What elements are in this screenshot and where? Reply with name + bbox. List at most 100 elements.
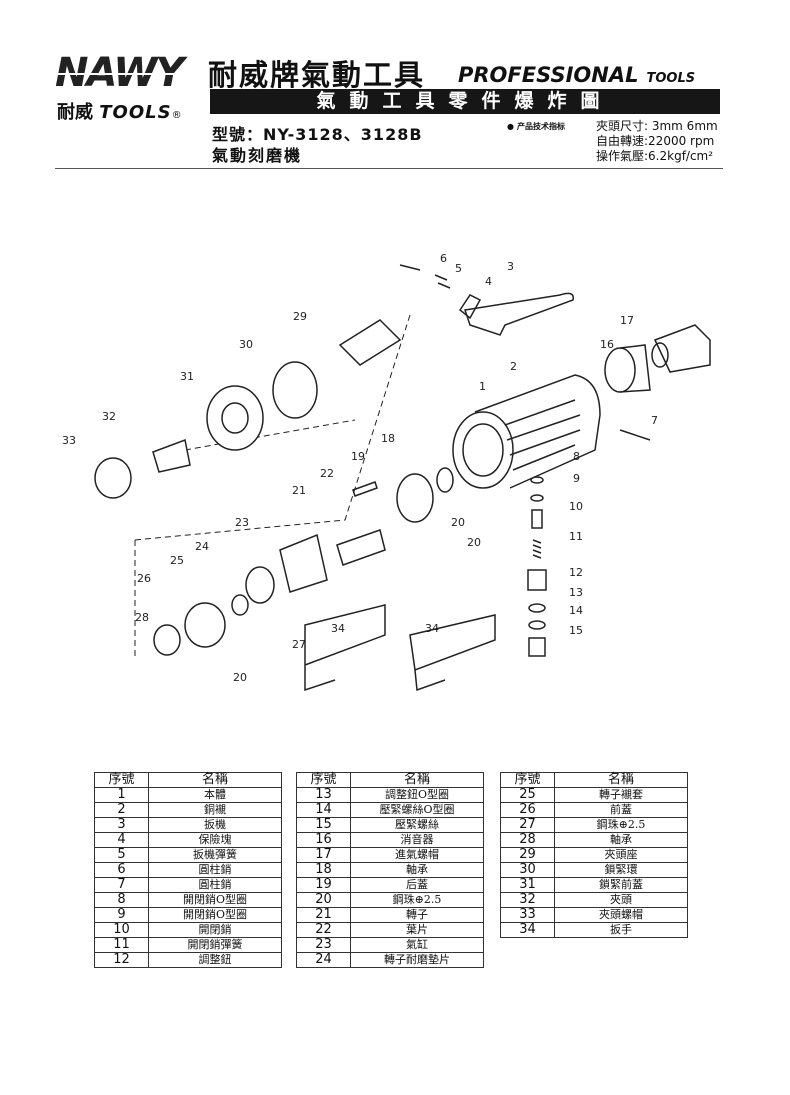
- part-name: 葉片: [350, 922, 484, 938]
- valve-stack: [527, 476, 547, 657]
- part-number: 21: [296, 907, 351, 923]
- part-number: 22: [296, 922, 351, 938]
- brand-professional: PROFESSIONAL: [458, 63, 639, 87]
- part-number: 23: [296, 937, 351, 953]
- part-name: 進氣螺帽: [350, 847, 484, 863]
- part-number: 26: [500, 802, 555, 818]
- callout-34a: 34: [331, 622, 345, 635]
- part-name: 保險塊: [148, 832, 282, 848]
- callout-5: 5: [455, 262, 462, 275]
- col-header-num: 序號: [500, 772, 555, 788]
- callout-4: 4: [485, 275, 492, 288]
- callout-8: 8: [573, 450, 580, 463]
- spec-speed: 自由轉速:22000 rpm: [596, 134, 715, 148]
- table-header-row: 序號 名稱: [296, 772, 484, 788]
- part-name: 軸承: [350, 862, 484, 878]
- part-name: 前蓋: [554, 802, 688, 818]
- part-number: 33: [500, 907, 555, 923]
- callout-25: 25: [170, 554, 184, 567]
- col-header-name: 名稱: [554, 772, 688, 788]
- pin-7: [619, 429, 651, 441]
- part-name: 鋼珠⊕2.5: [554, 817, 688, 833]
- part-name: 轉子耐磨墊片: [350, 952, 484, 968]
- callout-29: 29: [293, 310, 307, 323]
- part-number: 25: [500, 787, 555, 803]
- registered-mark: ®: [171, 110, 182, 121]
- callout-9: 9: [573, 472, 580, 485]
- product-name: 氣動刻磨機: [212, 146, 303, 165]
- logo-sub-cn: 耐威: [57, 102, 93, 123]
- bearing-18: [436, 467, 454, 493]
- callout-7: 7: [651, 414, 658, 427]
- brand-title-cn: 耐威牌氣動工具: [208, 58, 426, 92]
- part-number: 4: [94, 832, 149, 848]
- part-number: 14: [296, 802, 351, 818]
- callout-2: 2: [510, 360, 517, 373]
- part-name: 扳機彈簧: [148, 847, 282, 863]
- part-number: 2: [94, 802, 149, 818]
- spec-list: 夾頭尺寸: 3mm 6mm 自由轉速:22000 rpm 操作氣壓:6.2kgf…: [596, 119, 718, 164]
- callout-11: 11: [569, 530, 583, 543]
- callout-15: 15: [569, 624, 583, 637]
- spec-collet: 夾頭尺寸: 3mm 6mm: [596, 119, 718, 133]
- spec-title: 产品技术指标: [507, 121, 565, 132]
- part-number: 29: [500, 847, 555, 863]
- part-name: 調整鈕: [148, 952, 282, 968]
- callout-14: 14: [569, 604, 583, 617]
- col-header-num: 序號: [94, 772, 149, 788]
- part-name: 扳機: [148, 817, 282, 833]
- exploded-view-banner: 氣動工具零件爆炸圖: [210, 89, 720, 114]
- part-name: 調整鈕O型圈: [350, 787, 484, 803]
- logo-wordmark: NAWY: [55, 50, 184, 96]
- part-name: 夾頭: [554, 892, 688, 908]
- part-name: 軸承: [554, 832, 688, 848]
- callout-32: 32: [102, 410, 116, 423]
- part-number: 28: [500, 832, 555, 848]
- callout-18: 18: [381, 432, 395, 445]
- part-number: 11: [94, 937, 149, 953]
- logo-subtitle: 耐威 TOOLS®: [57, 98, 182, 124]
- callout-24: 24: [195, 540, 209, 553]
- part-name: 開閉銷O型圈: [148, 907, 282, 923]
- callout-33: 33: [62, 434, 76, 447]
- callout-20: 20: [467, 536, 481, 549]
- part-number: 31: [500, 877, 555, 893]
- part-number: 13: [296, 787, 351, 803]
- callout-26: 26: [137, 572, 151, 585]
- part-name: 轉子: [350, 907, 484, 923]
- part-number: 34: [500, 922, 555, 938]
- callout-28: 28: [135, 611, 149, 624]
- part-name: 開閉銷O型圈: [148, 892, 282, 908]
- part-number: 10: [94, 922, 149, 938]
- callout-10: 10: [569, 500, 583, 513]
- part-number: 32: [500, 892, 555, 908]
- part-number: 9: [94, 907, 149, 923]
- table-header-row: 序號 名稱: [500, 772, 688, 788]
- part-number: 5: [94, 847, 149, 863]
- collet-assembly: [94, 319, 402, 499]
- bearing-28: [153, 624, 181, 656]
- spec-pressure: 操作氣壓:6.2kgf/cm²: [596, 149, 714, 163]
- callout-34b: 34: [425, 622, 439, 635]
